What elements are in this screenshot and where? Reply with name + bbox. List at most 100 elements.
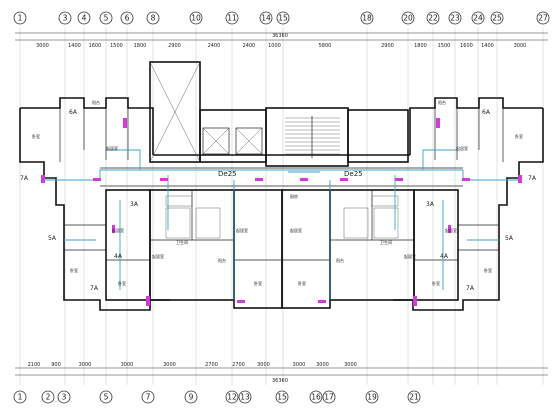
interior-partitions xyxy=(59,108,504,261)
tag-3a: 3A xyxy=(130,201,139,208)
top-axis-24-label: 24 xyxy=(473,14,483,23)
bottom-axis-1-circle xyxy=(13,390,27,404)
top-dim-14: 1400 xyxy=(481,43,494,49)
room-label: 卧室 xyxy=(254,280,262,286)
top-axis-14-label: 14 xyxy=(261,14,271,23)
room-labels: 卧室 阳台 起居室 卧室 阳台 起居室 卧室 卧室 起居室 起居室 卧室 卧室 … xyxy=(32,99,523,286)
top-dim-13: 1600 xyxy=(460,43,473,49)
top-dim-10: 2900 xyxy=(381,43,394,49)
top-total-dimension: 36360 xyxy=(272,33,288,39)
room-label: 厨房 xyxy=(290,193,298,199)
bottom-axis-15-label: 15 xyxy=(277,393,287,402)
top-axis-5-label: 5 xyxy=(104,14,109,23)
bottom-axis-2-circle xyxy=(41,390,55,404)
top-axis-27-label: 27 xyxy=(538,14,548,23)
top-axis-10-label: 10 xyxy=(191,14,201,23)
bottom-axis-7-circle xyxy=(141,390,155,404)
bottom-dim-6: 2700 xyxy=(232,362,245,368)
tag-7a: 7A xyxy=(528,175,537,182)
top-axis-15-label: 15 xyxy=(278,14,288,23)
top-axis-1-circle xyxy=(13,11,27,25)
room-label: 卫生间 xyxy=(176,239,188,245)
bottom-axis-15-circle xyxy=(275,390,289,404)
bottom-axis-17-circle xyxy=(322,390,336,404)
top-axis-1-label: 1 xyxy=(18,14,23,23)
bottom-dim-8: 3000 xyxy=(293,362,306,368)
top-dim-1: 1400 xyxy=(68,43,81,49)
top-axis-11-circle xyxy=(225,11,239,25)
tag-3a: 3A xyxy=(426,201,435,208)
bottom-axis-19-circle xyxy=(365,390,379,404)
water-pipes xyxy=(44,149,519,300)
bottom-dim-7: 3000 xyxy=(257,362,270,368)
room-label: 卧室 xyxy=(484,267,492,273)
room-label: 起居室 xyxy=(445,227,457,233)
top-dim-7: 2400 xyxy=(243,43,256,49)
bottom-axis-13-label: 13 xyxy=(240,393,250,402)
room-label: 起居室 xyxy=(290,227,302,233)
grid-lines xyxy=(19,28,544,385)
top-axis-20-circle xyxy=(401,11,415,25)
top-axis-6-label: 6 xyxy=(125,14,130,23)
bottom-dim-4: 3000 xyxy=(163,362,176,368)
bottom-dim-3: 3000 xyxy=(121,362,134,368)
room-label: 起居室 xyxy=(106,145,118,151)
room-label: 阳台 xyxy=(438,99,446,105)
room-label: 卧室 xyxy=(70,267,78,273)
top-axis-5-circle xyxy=(99,11,113,25)
top-dim-9: 5800 xyxy=(319,43,332,49)
bottom-dimension-line xyxy=(15,367,548,376)
top-axis-8-label: 8 xyxy=(151,14,156,23)
top-axis-4-circle xyxy=(77,11,91,25)
bottom-axis-13-circle xyxy=(238,390,252,404)
bottom-axis-16-circle xyxy=(309,390,323,404)
tag-6a: 6A xyxy=(69,109,78,116)
room-label: 卧室 xyxy=(32,133,40,139)
tag-4a: 4A xyxy=(440,253,449,260)
top-axis-15-circle xyxy=(276,11,290,25)
bottom-axis-2-label: 2 xyxy=(46,393,51,402)
bottom-axis-12-circle xyxy=(225,390,239,404)
magenta-fixtures xyxy=(41,118,522,306)
room-label: 卧室 xyxy=(432,280,440,286)
top-axis-14-circle xyxy=(259,11,273,25)
elevator-shafts xyxy=(149,61,263,163)
top-axis-8-circle xyxy=(146,11,160,25)
bottom-dim-10: 3000 xyxy=(344,362,357,368)
top-axis-23-label: 23 xyxy=(450,14,460,23)
tag-5a: 5A xyxy=(505,235,514,242)
room-label: 卫生间 xyxy=(380,239,392,245)
bottom-axis-5-circle xyxy=(99,390,113,404)
room-label: 阳台 xyxy=(336,257,344,263)
top-axis-25-label: 25 xyxy=(492,14,502,23)
room-label: 卧室 xyxy=(515,133,523,139)
top-axis-20-label: 20 xyxy=(403,14,413,23)
room-label: 起居室 xyxy=(112,227,124,233)
bottom-dim-5: 2700 xyxy=(205,362,218,368)
top-axis-23-circle xyxy=(448,11,462,25)
bottom-axis-3-label: 3 xyxy=(62,393,67,402)
tag-annotations: De25 De25 6A 6A 7A 7A 5A 5A 4A 4A 3A 3A … xyxy=(20,109,537,292)
top-axis-4-label: 4 xyxy=(82,14,87,23)
room-label: 卧室 xyxy=(298,280,306,286)
tag-6a: 6A xyxy=(482,109,491,116)
top-axis-18-label: 18 xyxy=(362,14,372,23)
room-label: 阳台 xyxy=(218,257,226,263)
top-axis-22-circle xyxy=(426,11,440,25)
room-label: 起居室 xyxy=(152,253,164,259)
top-axis-10-circle xyxy=(189,11,203,25)
tag-7a: 7A xyxy=(90,285,99,292)
bottom-dim-1: 900 xyxy=(51,362,61,368)
bottom-axis-3-circle xyxy=(57,390,71,404)
top-axis-22-label: 22 xyxy=(428,14,438,23)
top-dim-0: 3000 xyxy=(36,43,49,49)
room-label: 起居室 xyxy=(456,145,468,151)
top-axis-3-label: 3 xyxy=(63,14,68,23)
room-label: 卧室 xyxy=(118,280,126,286)
top-axis-3-circle xyxy=(58,11,72,25)
bottom-axis-9-circle xyxy=(184,390,198,404)
